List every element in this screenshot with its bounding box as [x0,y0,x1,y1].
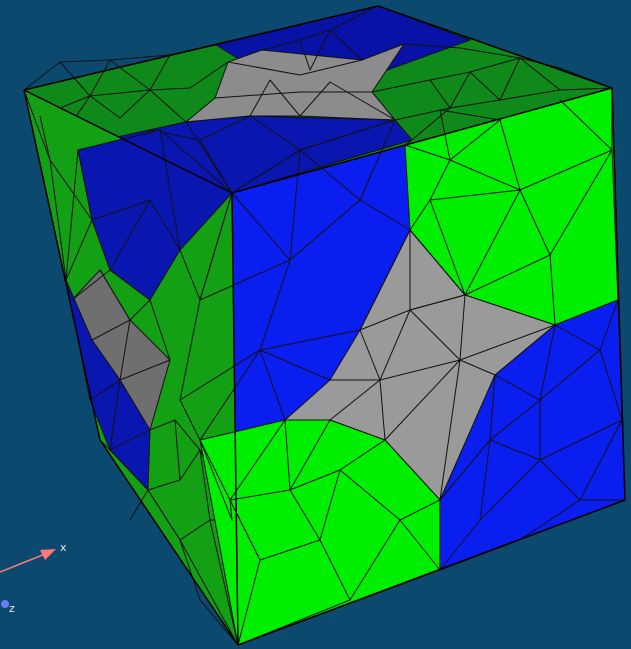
cube-front-face[interactable] [179,87,626,646]
z-axis-dot-icon [1,600,9,608]
x-axis-arrow-icon [40,549,56,560]
x-axis-line [0,551,51,573]
cube-left-face[interactable] [23,89,239,646]
axis-triad: x z [0,541,67,615]
x-axis-label: x [60,541,67,554]
cube-outline [23,5,626,646]
z-axis-label: z [9,602,15,615]
